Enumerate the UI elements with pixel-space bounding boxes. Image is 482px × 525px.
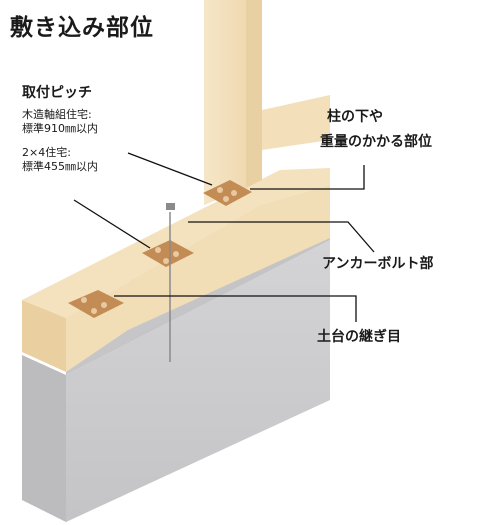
leader-joint	[114, 295, 357, 322]
callout-column-line2: 重量のかかる部位	[320, 134, 432, 150]
column-front	[204, 0, 246, 205]
packing-pad-column	[203, 180, 252, 206]
packing-pad-anchor	[142, 240, 194, 267]
foundation-front-face	[22, 355, 66, 522]
callout-column-line1: 柱の下や	[327, 109, 383, 125]
page-title: 敷き込み部位	[10, 15, 154, 41]
pitch-heading: 取付ピッチ	[22, 85, 92, 101]
leader-column	[250, 165, 365, 190]
pitch-2x4-label: 2×4住宅:	[22, 146, 71, 159]
pitch-wood-frame-label: 木造軸組住宅:	[22, 108, 92, 121]
column-side	[246, 0, 262, 188]
anchor-bolt-head	[166, 203, 175, 210]
pitch-2x4-value: 標準455㎜以内	[22, 160, 98, 173]
leader-anchor	[188, 221, 375, 253]
foundation-side-face	[66, 240, 330, 522]
packing-pad-joint	[68, 290, 124, 318]
pitch-wood-frame-value: 標準910㎜以内	[22, 122, 98, 135]
sill-side-face	[66, 185, 330, 372]
callout-anchor-bolt: アンカーボルト部	[322, 256, 434, 272]
callout-sill-joint: 土台の継ぎ目	[317, 329, 401, 345]
leader-pitch-top	[127, 152, 213, 186]
sill-top-face	[22, 168, 330, 318]
beam-top	[262, 95, 330, 150]
leader-pitch-bottom	[73, 199, 151, 249]
sill-front-end	[22, 300, 66, 372]
